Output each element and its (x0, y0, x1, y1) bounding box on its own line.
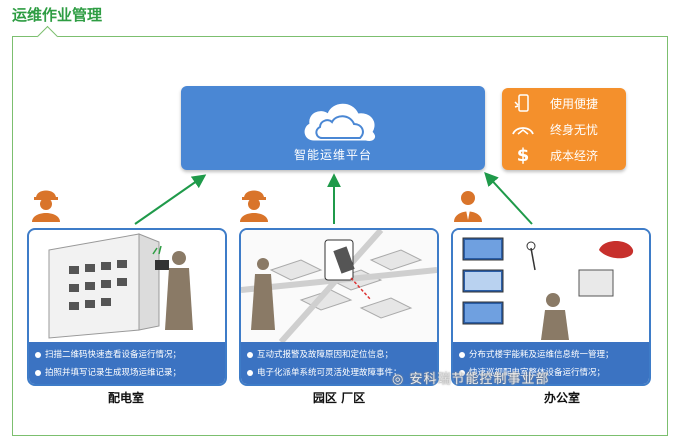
watermark-text: 安科瑞节能控制事业部 (409, 372, 550, 387)
platform-box: 智能运维平台 (181, 86, 485, 170)
note-text: 电子化派单系统可灵活处理故障事件； (257, 368, 402, 378)
watermark: ◎ 安科瑞节能控制事业部 (392, 368, 550, 387)
note-text: 互动式报警及故障原因和定位信息； (257, 350, 394, 360)
cloud-icon (304, 103, 375, 141)
panel-notes: 互动式报警及故障原因和定位信息； 电子化派单系统可灵活处理故障事件； (241, 342, 437, 384)
note-item: 快速巡视配电室整体设备运行情况； (459, 366, 647, 378)
note-text: 拍照并填写记录生成现场运维记录； (45, 368, 182, 378)
bullet-icon (247, 351, 253, 358)
dollar-icon: $ (516, 145, 530, 166)
note-text: 分布式楼宇能耗及运维信息统一管理； (469, 350, 614, 360)
note-item: 互动式报警及故障原因和定位信息； (247, 348, 435, 360)
note-item: 扫描二维码快速查看设备运行情况； (35, 348, 223, 360)
distribution-room-illustration (48, 233, 193, 339)
arrow-left (134, 174, 207, 225)
section-title: 运维作业管理 (12, 6, 103, 24)
panel-office: 分布式楼宇能耗及运维信息统一管理； 快速巡视配电室整体设备运行情况； (451, 228, 651, 386)
worker-icon (454, 191, 482, 222)
bullet-icon (35, 351, 41, 358)
park-plant-illustration (241, 230, 437, 342)
bullet-icon (459, 369, 465, 376)
bullet-icon (459, 351, 465, 358)
note-item: 分布式楼宇能耗及运维信息统一管理； (459, 348, 647, 360)
worker-icon (240, 190, 268, 222)
panel-caption: 办公室 (543, 391, 580, 405)
benefit-item: 使用便捷 (502, 92, 626, 116)
note-text: 扫描二维码快速查看设备运行情况； (45, 350, 182, 360)
wechat-icon: ◎ (392, 372, 410, 387)
benefits-box: 使用便捷 终身无忧 $ 成本经济 (502, 88, 626, 170)
benefit-item: $ 成本经济 (502, 144, 626, 168)
panel-caption: 园区 厂区 (312, 391, 366, 405)
benefit-item: 终身无忧 (502, 118, 626, 142)
panel-distribution-room: 扫描二维码快速查看设备运行情况； 拍照并填写记录生成现场运维记录； (27, 228, 227, 386)
note-item: 电子化派单系统可灵活处理故障事件； (247, 366, 435, 378)
arrow-right (484, 171, 533, 225)
bullet-icon (247, 369, 253, 376)
note-text: 快速巡视配电室整体设备运行情况； (469, 368, 606, 378)
benefit-label: 终身无忧 (550, 123, 599, 137)
benefit-label: 使用便捷 (550, 97, 599, 111)
office-illustration (453, 230, 649, 342)
worker-icon (32, 190, 60, 222)
panel-caption: 配电室 (107, 391, 144, 405)
panel-notes: 分布式楼宇能耗及运维信息统一管理； 快速巡视配电室整体设备运行情况； (453, 342, 649, 384)
phone-tap-icon (512, 94, 534, 114)
handshake-icon (512, 120, 534, 140)
bullet-icon (35, 369, 41, 376)
benefit-label: 成本经济 (550, 149, 599, 163)
panel-notes: 扫描二维码快速查看设备运行情况； 拍照并填写记录生成现场运维记录； (29, 342, 225, 384)
panel-park-plant: 互动式报警及故障原因和定位信息； 电子化派单系统可灵活处理故障事件； (239, 228, 439, 386)
platform-label: 智能运维平台 (293, 148, 372, 162)
note-item: 拍照并填写记录生成现场运维记录； (35, 366, 223, 378)
